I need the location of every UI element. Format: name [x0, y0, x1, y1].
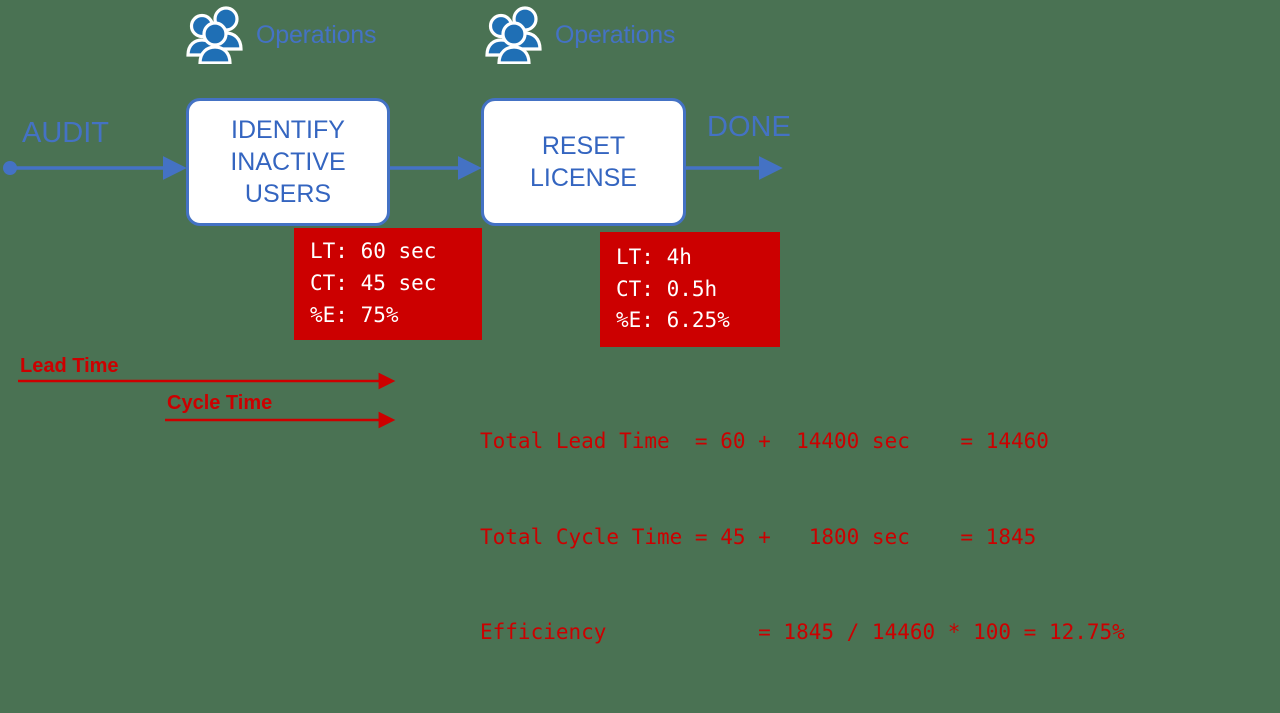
resource-group-operations-1: Operations — [186, 6, 376, 64]
metric-efficiency: %E: 6.25% — [616, 308, 730, 333]
flow-start-dot — [3, 161, 17, 175]
totals-block: Total Lead Time = 60 + 14400 sec = 14460… — [480, 362, 1125, 713]
resource-label: Operations — [555, 20, 676, 49]
resource-label: Operations — [256, 20, 377, 49]
metrics-box-reset-license: LT: 4h CT: 0.5h %E: 6.25% — [600, 232, 780, 347]
metric-cycle-time: CT: 0.5h — [616, 276, 718, 301]
process-line: USERS — [244, 180, 332, 208]
metric-cycle-time: CT: 45 sec — [310, 271, 437, 296]
process-line: RESET — [541, 132, 626, 160]
cycle-time-label: Cycle Time — [167, 392, 273, 414]
people-group-icon — [186, 6, 248, 64]
value-stream-map-canvas: Operations Operations — [3, 6, 1125, 644]
total-lead-time-row: Total Lead Time = 60 + 14400 sec = 14460 — [480, 428, 1049, 453]
metric-lead-time: LT: 4h — [616, 244, 692, 269]
metric-efficiency: %E: 75% — [310, 302, 399, 327]
metrics-box-identify-inactive-users: LT: 60 sec CT: 45 sec %E: 75% — [294, 228, 482, 340]
total-cycle-time-row: Total Cycle Time = 45 + 1800 sec = 1845 — [480, 524, 1037, 549]
resource-group-operations-2: Operations — [485, 6, 675, 64]
flow-end-label: DONE — [707, 111, 791, 143]
metric-lead-time: LT: 60 sec — [310, 239, 437, 264]
process-box-reset-license[interactable]: RESET LICENSE — [481, 98, 686, 226]
process-line: INACTIVE — [230, 148, 346, 176]
efficiency-row: Efficiency = 1845 / 14460 * 100 = 12.75% — [480, 620, 1125, 645]
process-line: LICENSE — [530, 164, 637, 192]
flow-start-label: AUDIT — [22, 117, 109, 149]
lead-time-label: Lead Time — [20, 355, 119, 377]
process-line: IDENTIFY — [231, 116, 345, 144]
people-group-icon — [485, 6, 547, 64]
process-box-identify-inactive-users[interactable]: IDENTIFY INACTIVE USERS — [186, 98, 390, 226]
